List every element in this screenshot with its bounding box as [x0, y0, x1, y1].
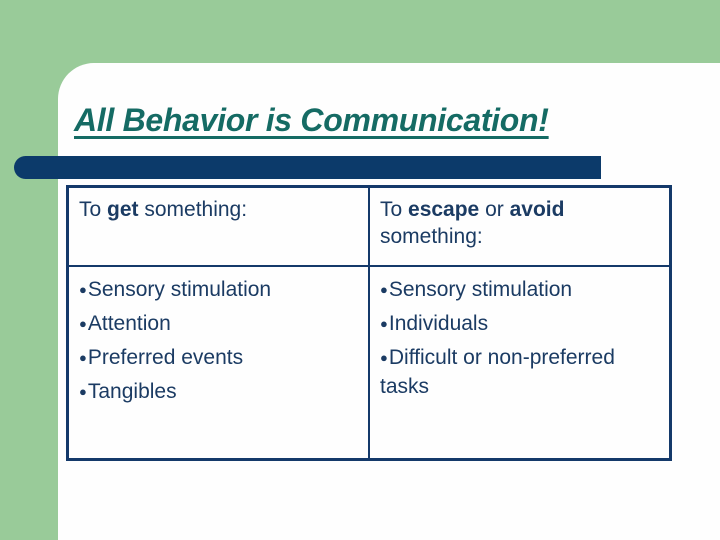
bullet-icon: ● [79, 384, 87, 399]
header-text-run: To [79, 198, 108, 221]
header-text-run: something: [380, 225, 483, 248]
list-item-text: Sensory stimulation [388, 278, 573, 301]
header-text-run: escape [408, 198, 480, 221]
bullet-icon: ● [380, 282, 388, 297]
table-cell-escape-list: ●Sensory stimulation●Individuals●Difficu… [368, 267, 669, 458]
list-item: ●Difficult or non-preferred tasks [380, 343, 659, 401]
header-text-run: or [479, 198, 510, 221]
list-item-text: Preferred events [87, 346, 244, 369]
table-header-get: To get something: [69, 188, 368, 265]
list-item-text: Attention [87, 312, 171, 335]
header-text-run: To [380, 198, 409, 221]
accent-bar [14, 156, 601, 179]
list-item-text: Sensory stimulation [87, 278, 272, 301]
table-cell-get-list: ●Sensory stimulation●Attention●Preferred… [69, 267, 368, 458]
list-item: ●Tangibles [79, 377, 358, 406]
table-header-escape: To escape or avoid something: [368, 188, 669, 265]
header-text-run: get [107, 198, 139, 221]
list-item: ●Individuals [380, 309, 659, 338]
list-item-text: Tangibles [87, 380, 177, 403]
bullet-icon: ● [380, 350, 388, 365]
header-text-run: something: [138, 198, 248, 221]
list-item: ●Attention [79, 309, 358, 338]
bullet-icon: ● [79, 282, 87, 297]
behavior-table: To get something: To escape or avoid some… [66, 185, 672, 461]
bullet-icon: ● [380, 316, 388, 331]
slide-title: All Behavior is Communication! [74, 102, 549, 138]
bullet-icon: ● [79, 350, 87, 365]
table-body-row: ●Sensory stimulation●Attention●Preferred… [69, 265, 669, 458]
list-item-text: Difficult or non-preferred tasks [380, 346, 615, 398]
header-text-run: avoid [509, 198, 565, 221]
list-item-text: Individuals [388, 312, 489, 335]
list-item: ●Sensory stimulation [79, 275, 358, 304]
list-item: ●Preferred events [79, 343, 358, 372]
table-header-row: To get something: To escape or avoid some… [69, 188, 669, 265]
bullet-icon: ● [79, 316, 87, 331]
list-item: ●Sensory stimulation [380, 275, 659, 304]
